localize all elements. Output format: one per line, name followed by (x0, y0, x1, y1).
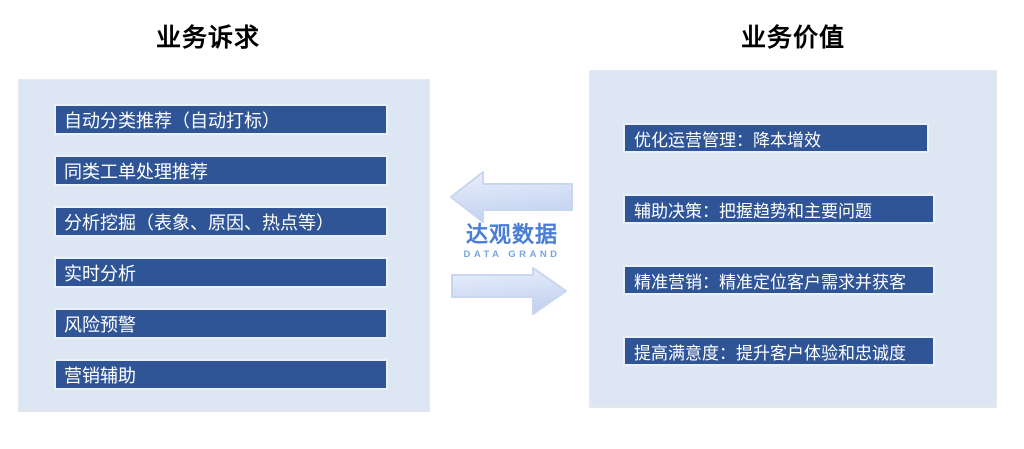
demand-item: 自动分类推荐（自动打标） (54, 104, 388, 135)
demand-item: 分析挖掘（表象、原因、热点等） (54, 206, 388, 237)
left-panel-business-demands: 自动分类推荐（自动打标） 同类工单处理推荐 分析挖掘（表象、原因、热点等） 实时… (18, 79, 430, 412)
logo-name-en: DATA GRAND (463, 249, 561, 260)
value-item: 辅助决策：把握趋势和主要问题 (623, 194, 935, 224)
flow-arrows (450, 171, 573, 315)
datagrand-logo: 达观数据 DATA GRAND (450, 221, 574, 261)
demand-item: 实时分析 (54, 257, 388, 288)
right-panel-business-value: 优化运营管理：降本增效 辅助决策：把握趋势和主要问题 精准营销：精准定位客户需求… (589, 70, 997, 408)
right-section-title: 业务价值 (740, 24, 845, 52)
value-item: 提高满意度：提升客户体验和忠诚度 (623, 336, 935, 366)
demand-item: 风险预警 (54, 308, 388, 339)
demand-item: 营销辅助 (54, 359, 388, 390)
arrow-right-icon (451, 267, 567, 315)
arrow-left-icon (450, 171, 573, 223)
value-item: 精准营销：精准定位客户需求并获客 (623, 265, 935, 295)
left-section-title: 业务诉求 (155, 24, 260, 52)
logo-name-cn: 达观数据 (465, 222, 558, 247)
value-item: 优化运营管理：降本增效 (623, 123, 929, 153)
demand-item: 同类工单处理推荐 (54, 155, 388, 186)
